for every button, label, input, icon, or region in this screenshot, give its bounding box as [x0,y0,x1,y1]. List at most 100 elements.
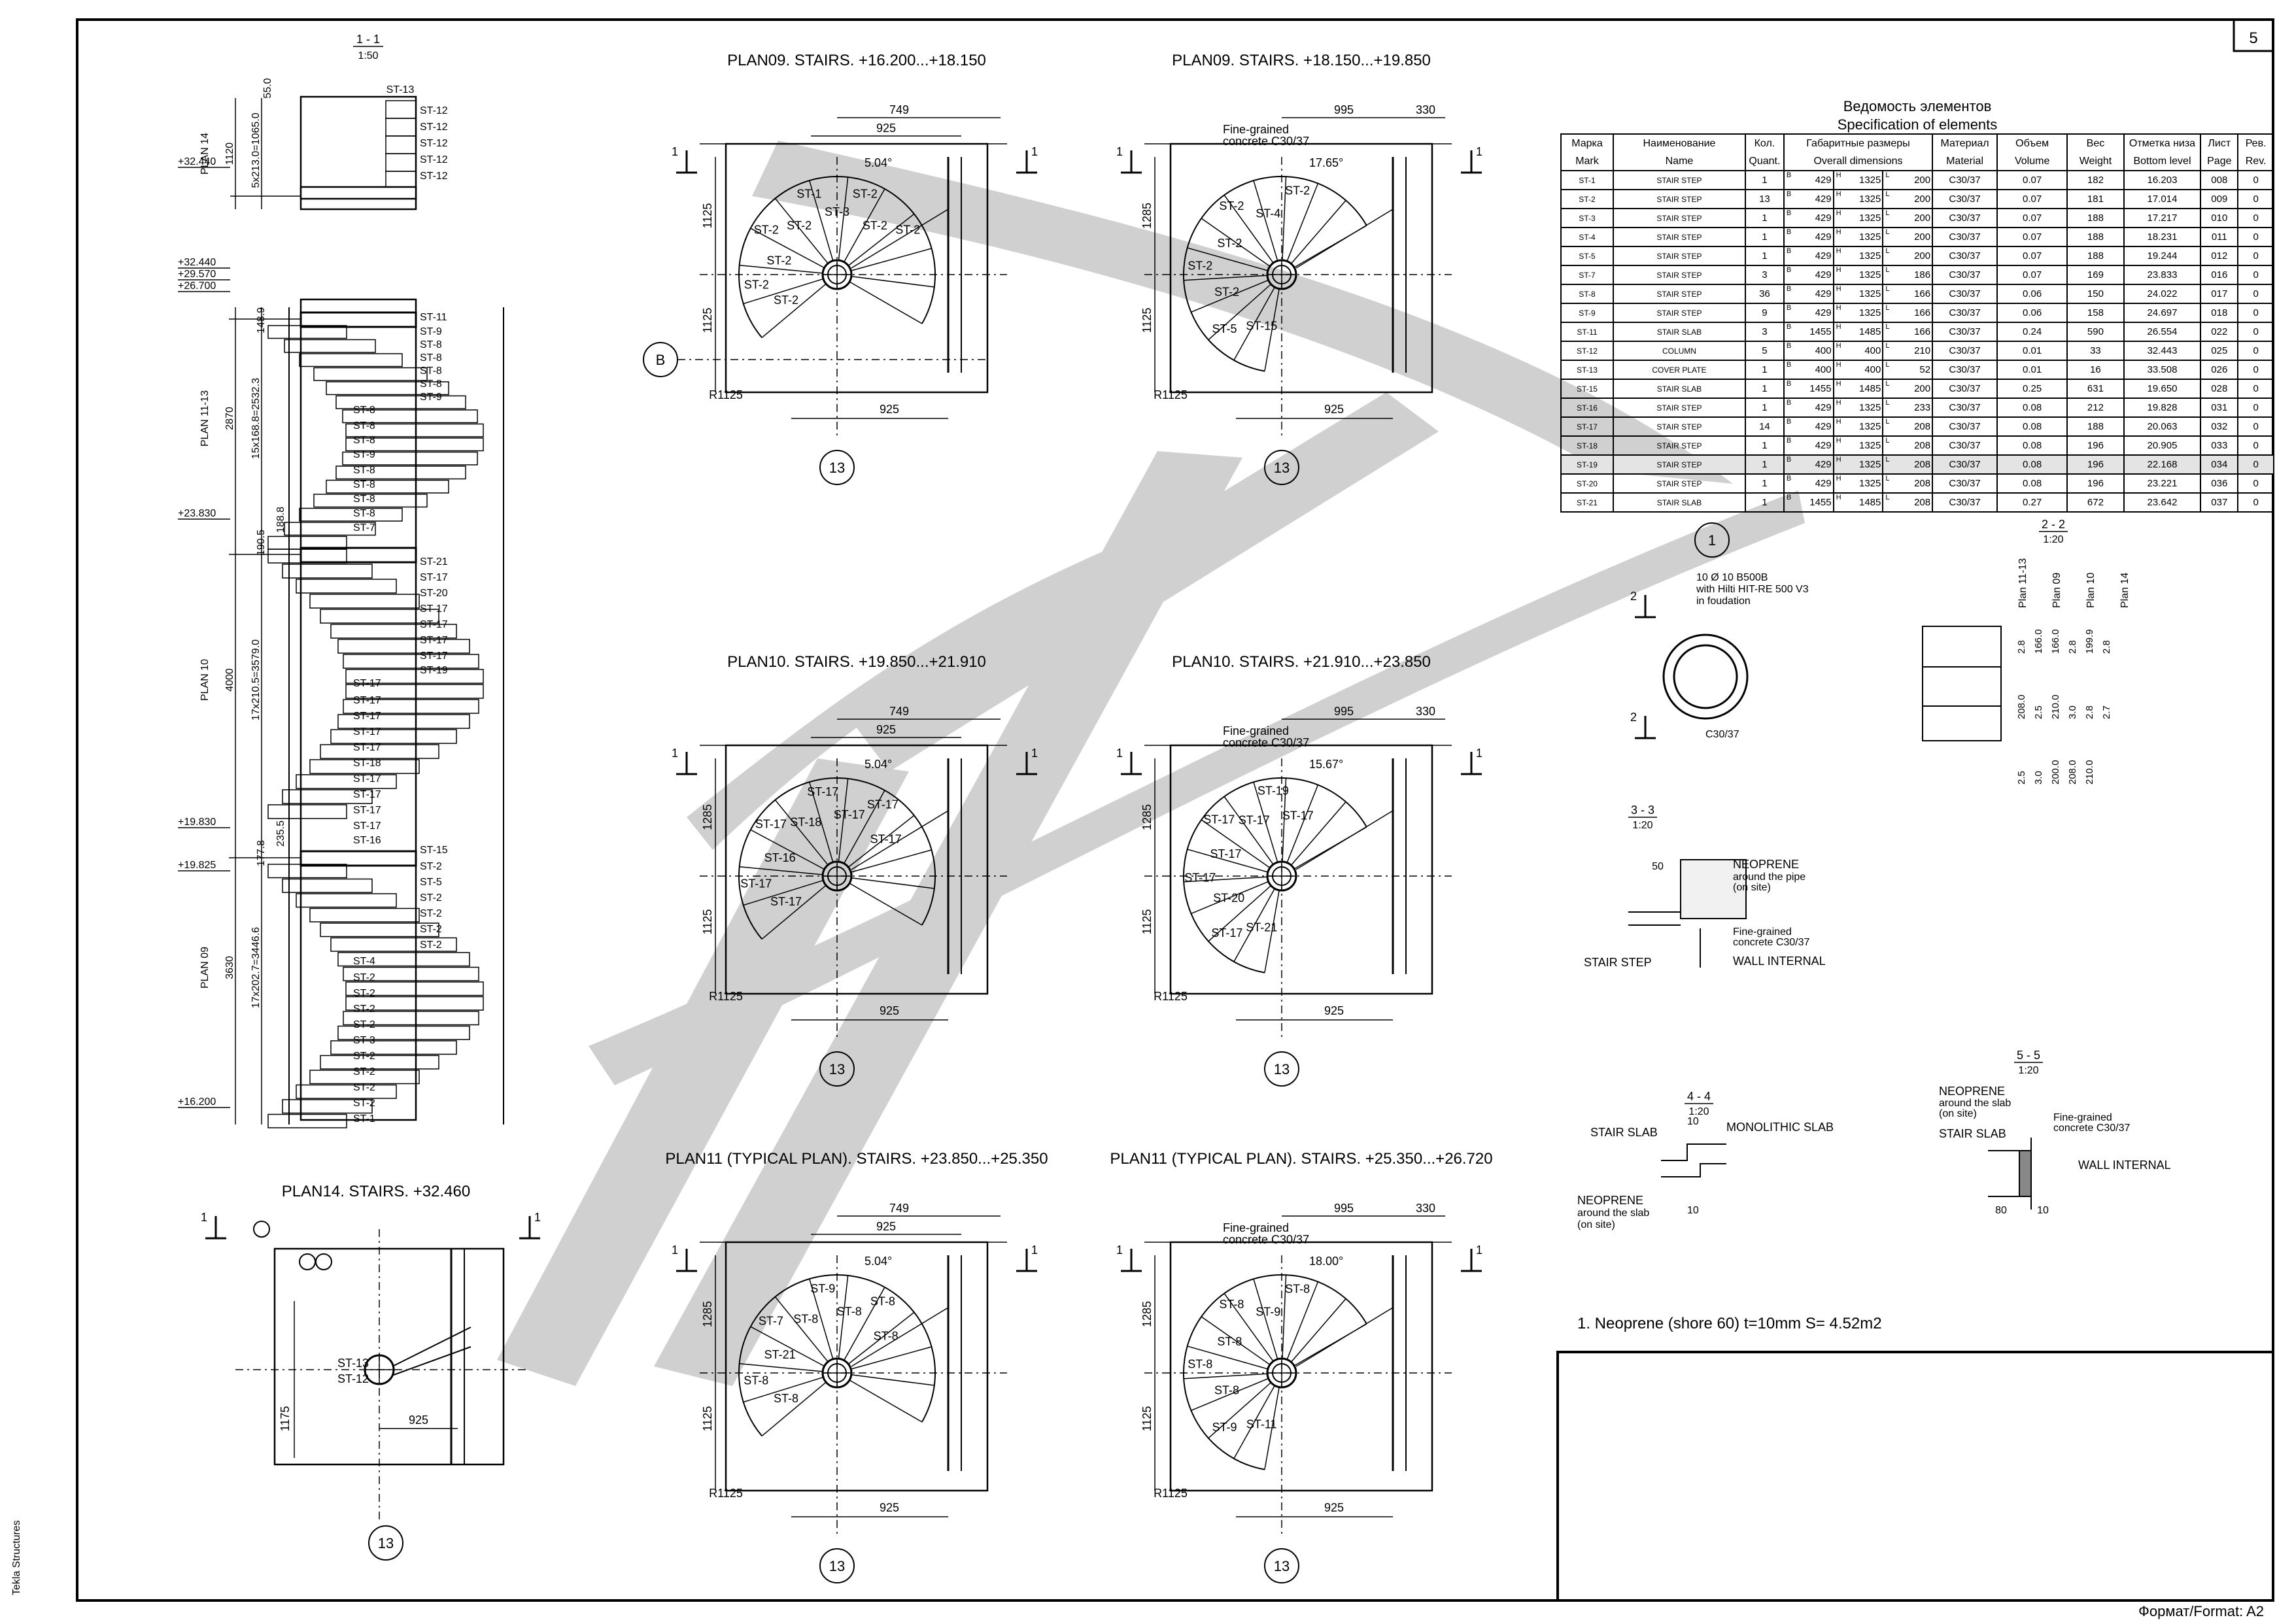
axis-label: 13 [378,1535,394,1551]
axis-label: B [656,352,666,368]
element-label: ST-2 [420,908,442,919]
cut-label: 1 [1476,145,1482,158]
level-mark: +26.700 [178,280,216,292]
note: around the slab [1577,1208,1649,1219]
dim-letter: B [1786,456,1792,464]
stair-step [345,437,484,452]
note: concrete C30/37 [1223,736,1309,749]
dim-letter: L [1885,456,1890,464]
spec-cell: STAIR STEP [1612,416,1746,437]
spec-cell: 0 [2237,265,2274,285]
spec-header-cell: Марка [1560,133,1614,152]
dim-value: 1325 [1858,288,1881,299]
dim-formula: 17x202.7=3446.6 [250,927,262,1008]
spec-cell: 24.697 [2123,303,2202,323]
spec-cell: ST-5 [1560,246,1614,266]
stair-arc [1183,1274,1367,1470]
stair-step [345,981,484,996]
step-edge [743,879,824,906]
dim-formula: 15x168.8=2532.3 [250,378,262,459]
element-label: ST-5 [420,877,442,888]
stair-step [330,624,457,639]
element-label: ST-2 [420,892,442,904]
spec-header-cell: Overall dimensions [1783,152,1934,171]
element-label: ST-2 [420,861,442,872]
plan-title: PLAN14. STAIRS. +32.460 [282,1183,470,1200]
drain [315,1253,332,1270]
dim-value: 186 [1914,269,1931,280]
dim-text: 3.0 [2067,705,2078,719]
element-label: ST-8 [1214,1383,1239,1396]
step-edge [1201,819,1271,868]
slab [300,186,417,200]
dim-text: 925 [1324,1004,1344,1017]
step-edge [1264,288,1280,371]
stair-step [342,451,478,465]
stair-step [296,774,397,789]
dim-small: 235.5 [275,820,286,847]
dim-small: 177.8 [256,840,267,866]
spec-cell: 0 [2237,170,2274,190]
plan-walls [725,744,989,995]
element-label: ST-17 [353,711,381,722]
element-label: ST-2 [1219,199,1244,212]
element-label: ST-11 [420,312,447,323]
dim-letter: B [1786,171,1792,179]
stair-step [309,594,420,609]
dim-letter: L [1885,361,1890,369]
dim-letter: B [1786,475,1792,482]
element-label: ST-21 [764,1348,796,1361]
spec-cell: STAIR STEP [1612,435,1746,456]
dim-small: 190.5 [256,530,267,556]
spec-cell: 0 [2237,341,2274,361]
plan-walls [273,1247,505,1466]
detail-title: 4 - 4 [1687,1090,1711,1103]
cut-label: 2 [1630,590,1637,603]
dim-value: 1325 [1858,269,1881,280]
stair-step [330,1040,457,1055]
spec-cell: 188 [2066,227,2125,247]
dim-text: 330 [1416,103,1435,116]
step-edge [774,1296,829,1362]
plan-p11a: PLAN11 (TYPICAL PLAN). STAIRS. +23.850..… [665,1150,1048,1583]
dim-value: 1455 [1809,326,1832,337]
spec-cell: 0 [2237,492,2274,513]
stair-step [309,759,420,774]
element-label: ST-8 [353,465,375,476]
element-label: ST-17 [420,651,448,662]
dim-value: 1325 [1858,194,1881,205]
level-mark: +29.570 [178,269,216,280]
line [393,1327,471,1366]
element-label: ST-20 [420,588,448,599]
dim-text: 50 [1652,861,1664,872]
stair-arc [738,777,936,940]
spec-cell: 032 [2200,416,2239,437]
element-label: ST-2 [1188,260,1212,273]
dim-text: 10 [1687,1205,1699,1216]
spec-cell: 17.014 [2123,189,2202,209]
element-label: ST-8 [837,1305,862,1318]
element-label: ST-2 [353,1019,375,1030]
element-label: ST-2 [863,219,887,232]
cut-label: 1 [1116,1243,1123,1257]
detail-scale: 1:20 [1632,820,1652,831]
note: (on site) [1733,882,1771,893]
dim-text: 995 [1334,103,1354,116]
level-mark: +19.830 [178,817,216,828]
note: WALL INTERNAL [2078,1159,2171,1172]
stair-step [326,479,449,494]
spec-cell: 022 [2200,322,2239,342]
dim-letter: H [1836,399,1841,407]
plan-name: Plan 14 [2119,573,2131,608]
spec-cell: 188 [2066,208,2125,228]
